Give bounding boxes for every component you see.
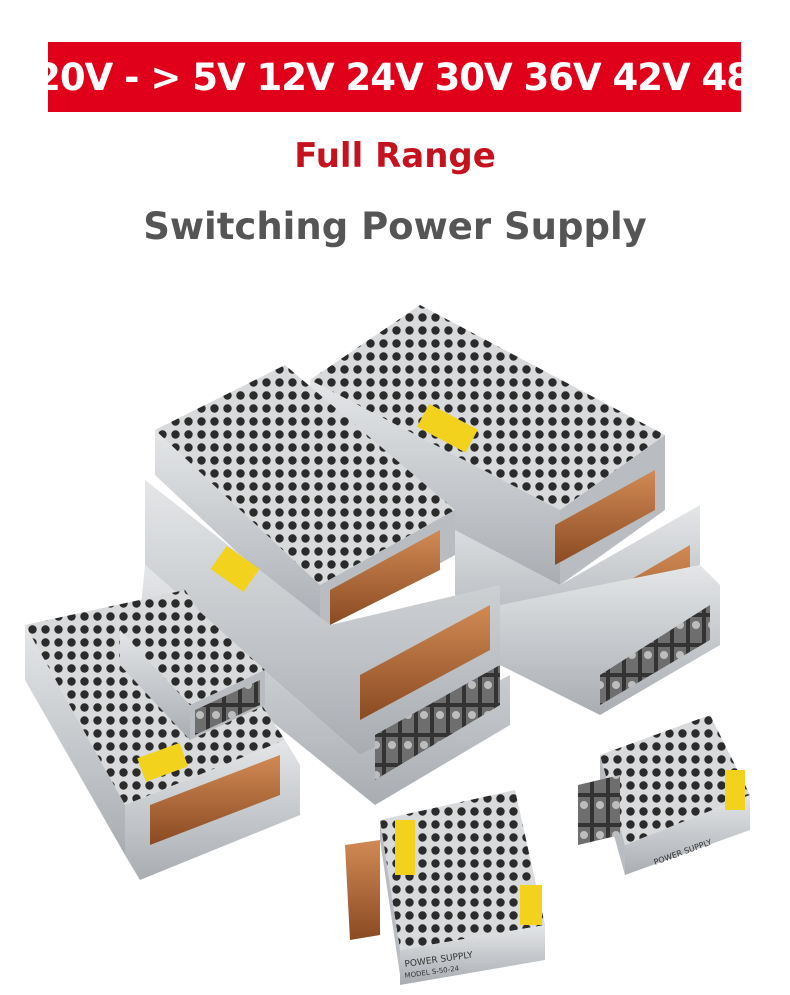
psu-small-right: POWER SUPPLY xyxy=(578,715,750,875)
psu-right-lower xyxy=(500,565,720,715)
headline-full-range: Full Range xyxy=(294,136,496,176)
psu-back-left xyxy=(155,365,455,630)
headline-switching-power-supply: Switching Power Supply xyxy=(143,205,647,248)
psu-center-lower xyxy=(140,565,510,805)
voltage-banner-text: 220V - > 5V 12V 24V 30V 36V 42V 48V xyxy=(10,55,779,99)
psu-small-top-left xyxy=(120,603,265,740)
psu-back-right xyxy=(310,305,665,585)
psu-small-front: POWER SUPPLY MODEL S-50-24 xyxy=(345,790,545,985)
psu-center-long xyxy=(145,480,500,755)
voltage-banner: 220V - > 5V 12V 24V 30V 36V 42V 48V xyxy=(10,42,780,112)
product-photo: POWER SUPPLY POWER SUPPLY MODEL S-50-24 xyxy=(25,305,750,985)
